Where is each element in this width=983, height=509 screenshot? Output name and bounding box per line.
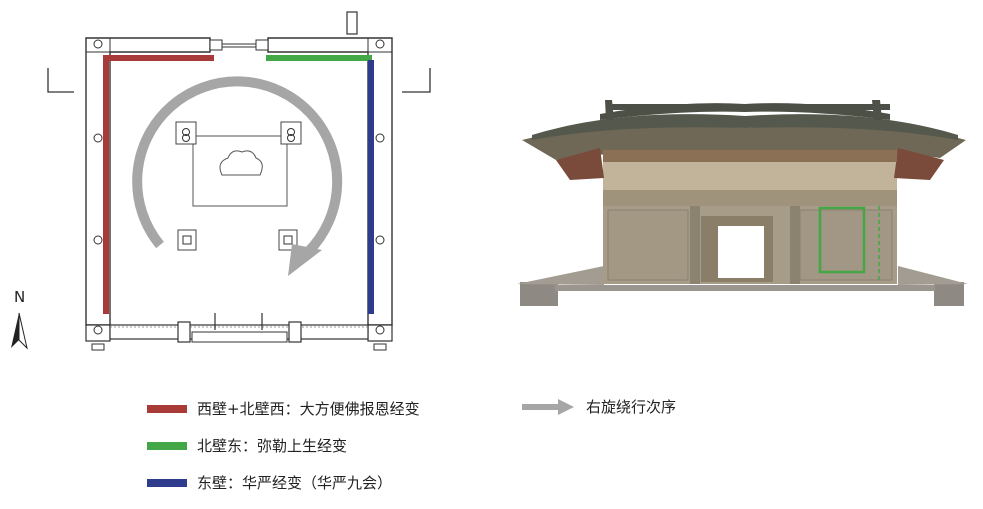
legend-green-label: 北壁东：弥勒上生经变 [197, 437, 348, 455]
legend-blue: 东壁：华严经变（华严九会） [147, 472, 392, 493]
floor-plan [47, 11, 431, 351]
legend-arrow: 右旋绕行次序 [522, 396, 676, 417]
green-swatch [147, 441, 187, 450]
rotation-arrow [132, 76, 343, 256]
blue-swatch [147, 478, 187, 487]
temple-elevation-photo [517, 100, 968, 306]
right-arrow-icon [522, 398, 574, 415]
legend-blue-label: 东壁：华严经变（华严九会） [197, 474, 393, 492]
legend-green: 北壁东：弥勒上生经变 [147, 435, 347, 456]
red-wall-line [103, 55, 214, 314]
legend-red: 西壁+北壁西：大方便佛报恩经变 [147, 398, 420, 419]
red-swatch [147, 404, 187, 413]
compass-label: N [14, 288, 25, 306]
legend-arrow-label: 右旋绕行次序 [586, 398, 677, 416]
north-compass: N [11, 288, 28, 350]
mural-highlight-box [818, 206, 866, 274]
legend-red-label: 西壁+北壁西：大方便佛报恩经变 [197, 400, 420, 418]
